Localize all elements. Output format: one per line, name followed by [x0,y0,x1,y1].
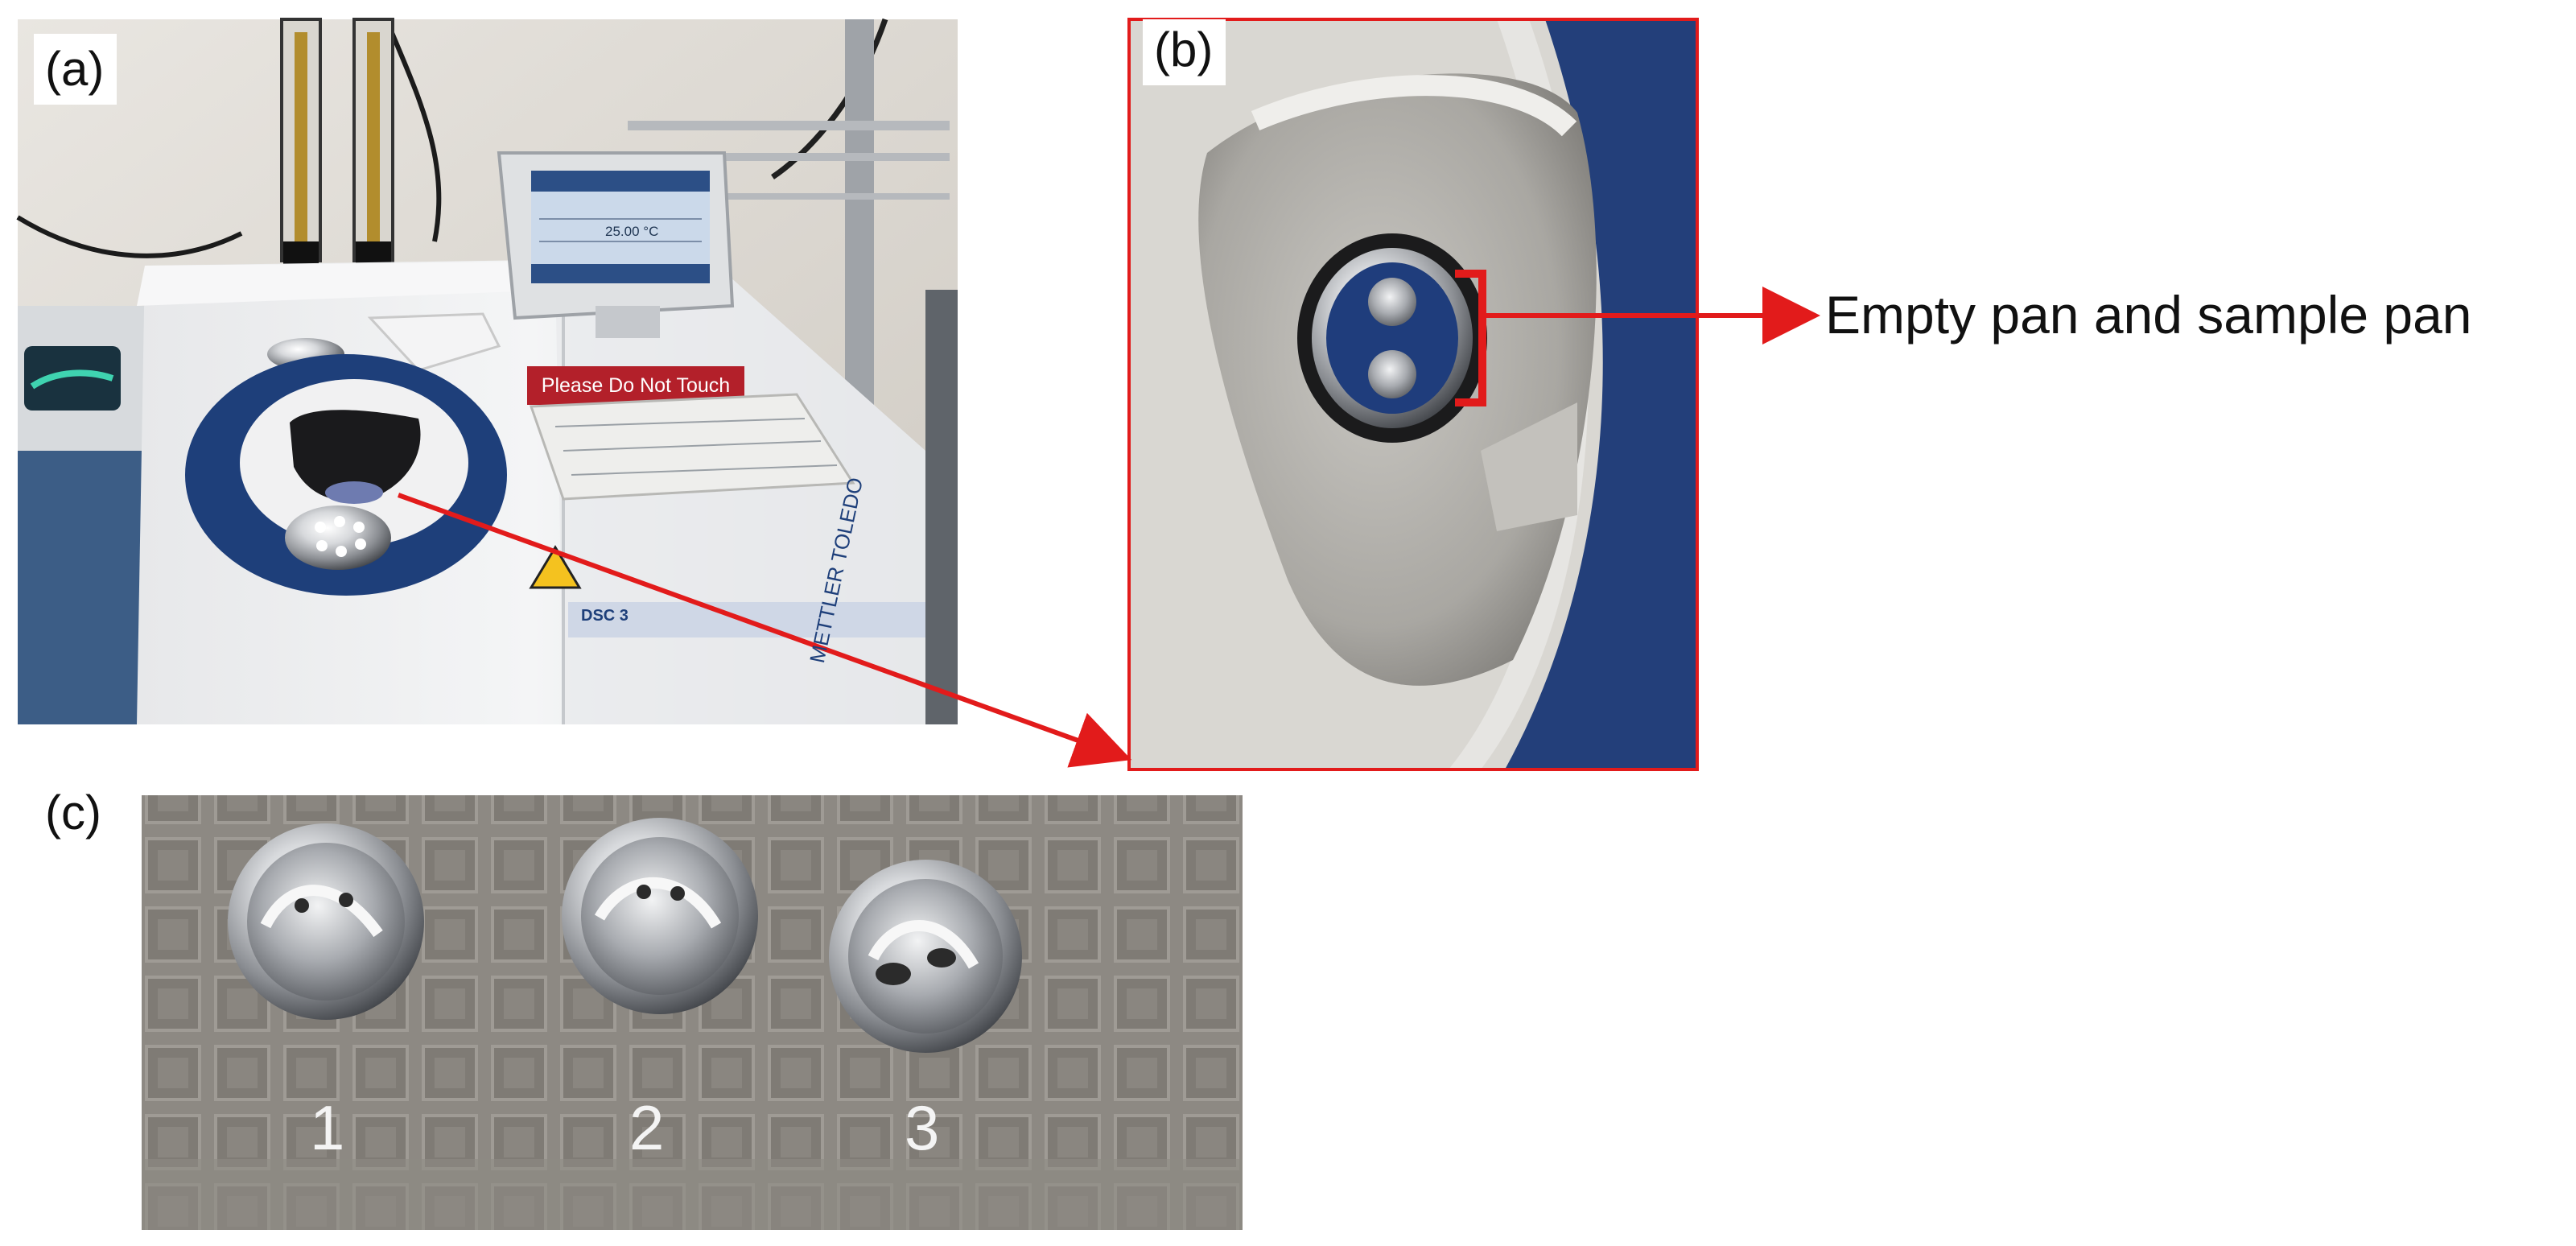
callout-label: Empty pan and sample pan [1825,285,2472,345]
arrow-a-to-b [397,493,1132,768]
crucible-1 [228,823,424,1020]
panel-label-b: (b) [1143,19,1226,85]
panel-label-c: (c) [34,778,114,848]
device-model-text: DSC 3 [581,607,629,625]
crucible-3 [829,860,1022,1053]
pan-number-2: 2 [629,1092,665,1163]
panel-a-photo [16,18,958,724]
crucible-2 [562,818,758,1014]
pan-number-1: 1 [310,1092,345,1163]
sign-text: Please Do Not Touch [541,373,731,397]
screen-reading: 25.00 °C [605,224,659,239]
panel-b-frame [1127,18,1699,771]
device-sign: Please Do Not Touch [527,366,744,405]
panel-label-a: (a) [34,34,117,105]
panel-b-photo [1129,19,1697,769]
pan-number-3: 3 [905,1092,940,1163]
